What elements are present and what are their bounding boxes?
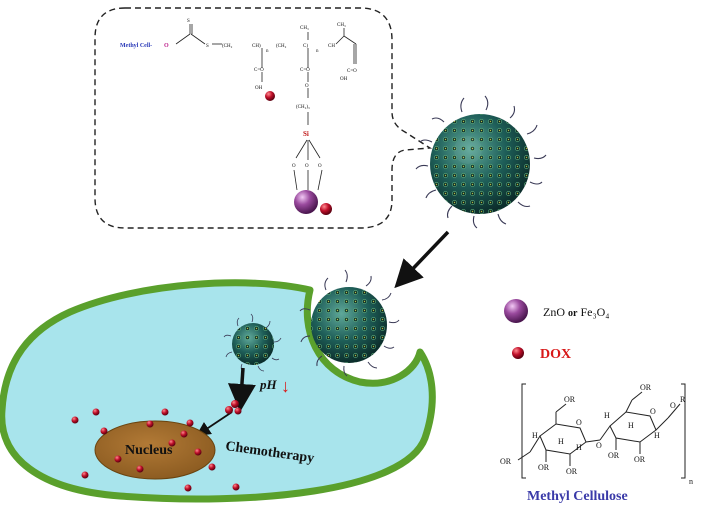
methyl-cellulose-labels: OR OR O O H H H H H H OR OR OR OR OR O O… [500,383,693,486]
legend-dox-icon [512,347,524,359]
methyl-cellulose-title: Methyl Cellulose [527,489,628,504]
nucleus-label: Nucleus [125,443,173,458]
ch3-b-label: CH₃ [337,23,346,28]
n-b-label: n [316,49,319,54]
methyl-cell-label: Methyl Cell- [120,43,152,49]
cellulose-n: n [689,477,693,486]
s-top-label: S [187,19,190,24]
ch2-3-label: (CH₂)₃ [296,105,310,110]
cellulose-h-1: H [532,431,538,440]
cellulose-or-top-left: OR [564,395,576,404]
o1-label: O [292,164,296,169]
ch3-a-label: CH₃ [300,26,309,31]
cellulose-or-left: OR [500,457,512,466]
c-b-label: C) [303,44,308,49]
cellulose-or-mid-right: OR [608,451,620,460]
nanoparticle-large [415,95,547,229]
cellulose-o-ring-left: O [576,418,582,427]
cooh-label: C=O [347,69,357,74]
cellulose-r-right: R [680,395,686,404]
legend-zno-icon [504,299,528,323]
cellulose-o-end: O [670,401,676,410]
co-a-label: C=O [254,68,264,73]
cellulose-h-3: H [576,443,582,452]
dox-molecule [320,203,332,215]
methyl-cellulose-structure [517,383,686,479]
cellulose-or-mid-right-2: OR [634,455,646,464]
delivery-arrow [394,230,450,289]
cellulose-or-mid-left: OR [538,463,550,472]
dox-molecule [265,91,275,101]
ph-label: pH [259,377,278,392]
cellulose-or-top-right: OR [640,383,652,392]
co-b-label: C=O [300,68,310,73]
cellulose-h-5: H [628,421,634,430]
cellulose-h-6: H [654,431,660,440]
cellulose-h-4: H [604,411,610,420]
si-label: Si [303,130,309,138]
cellulose-h-2: H [558,437,564,446]
ph-down-arrow: ↓ [281,376,290,396]
ph-arrow [227,367,256,412]
s-left-label: S [206,44,209,49]
legend-zno-label: ZnO or Fe₃O₄ [543,305,610,319]
n-a-label: n [266,49,269,54]
nanoparticle-entering [299,269,400,377]
ch2-a-label: (CH₂ [222,44,233,49]
o2-label: O [305,164,309,169]
legend-dox-label: DOX [540,347,571,362]
dox-molecules-released [71,400,242,492]
polymer-labels: S Methyl Cell- O S (CH₂ CH) n (CH₂ C) n … [120,19,357,169]
polymer-structure [175,24,357,191]
o-link-label: O [164,43,169,49]
release-arrow [196,411,233,436]
o-b-label: O [305,84,309,89]
nanoparticle-internalized [223,313,282,372]
cellulose-o-bridge: O [596,441,602,450]
oh-a-label: OH [255,86,263,91]
ch-a-label: CH) [252,44,261,49]
zno-particle [294,190,318,214]
cellulose-or-ring: OR [566,467,578,476]
cellulose-o-ring-right: O [650,407,656,416]
callout-box [94,7,433,229]
oh-c-label: OH [340,77,348,82]
ch-c-label: CH [328,44,335,49]
o3-label: O [318,164,322,169]
ch2-b-label: (CH₂ [276,44,287,49]
